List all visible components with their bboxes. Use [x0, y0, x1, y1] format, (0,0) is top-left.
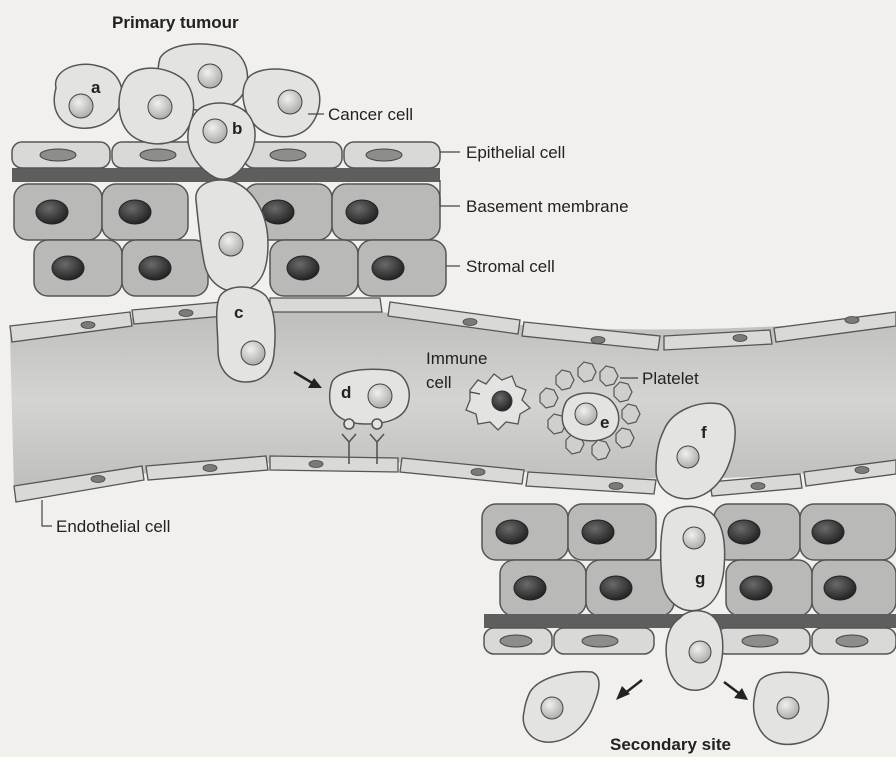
title-primary-tumour: Primary tumour	[112, 13, 239, 32]
title-secondary-site: Secondary site	[610, 735, 731, 754]
cancer-cell-c-nucleus	[241, 341, 265, 365]
cancer-cell-f-nucleus	[677, 446, 699, 468]
stage-letter-f: f	[701, 423, 707, 442]
cancer-cell-g	[661, 506, 725, 610]
leader-endothelial-cell	[42, 500, 52, 526]
metastatic-cell-right-nucleus	[777, 697, 799, 719]
cancer-cell-d-nucleus	[368, 384, 392, 408]
leader-basement-membrane	[440, 180, 460, 206]
cancer-cell-c	[217, 287, 275, 382]
label-epithelial-cell: Epithelial cell	[466, 143, 565, 162]
cancer-cell-g-nucleus	[683, 527, 705, 549]
stage-letter-b: b	[232, 119, 242, 138]
cancer-cell-b-nucleus	[203, 119, 227, 143]
invading-cancer-cell-nucleus	[219, 232, 243, 256]
stage-letter-c: c	[234, 303, 243, 322]
stage-letter-a: a	[91, 78, 101, 97]
cancer-cell-emerging-nucleus	[689, 641, 711, 663]
label-stromal-cell: Stromal cell	[466, 257, 555, 276]
label-cancer-cell: Cancer cell	[328, 105, 413, 124]
label-endothelial-cell: Endothelial cell	[56, 517, 170, 536]
metastatic-cell-left-nucleus	[541, 697, 563, 719]
label-immune-line1: Immune	[426, 349, 487, 368]
stage-letter-g: g	[695, 569, 705, 588]
cancer-cell-e-nucleus	[575, 403, 597, 425]
immune-cell-nucleus	[492, 391, 512, 411]
label-immune-line2: cell	[426, 373, 452, 392]
stage-letter-d: d	[341, 383, 351, 402]
label-basement-membrane: Basement membrane	[466, 197, 629, 216]
stage-letter-e: e	[600, 413, 609, 432]
label-platelet: Platelet	[642, 369, 699, 388]
